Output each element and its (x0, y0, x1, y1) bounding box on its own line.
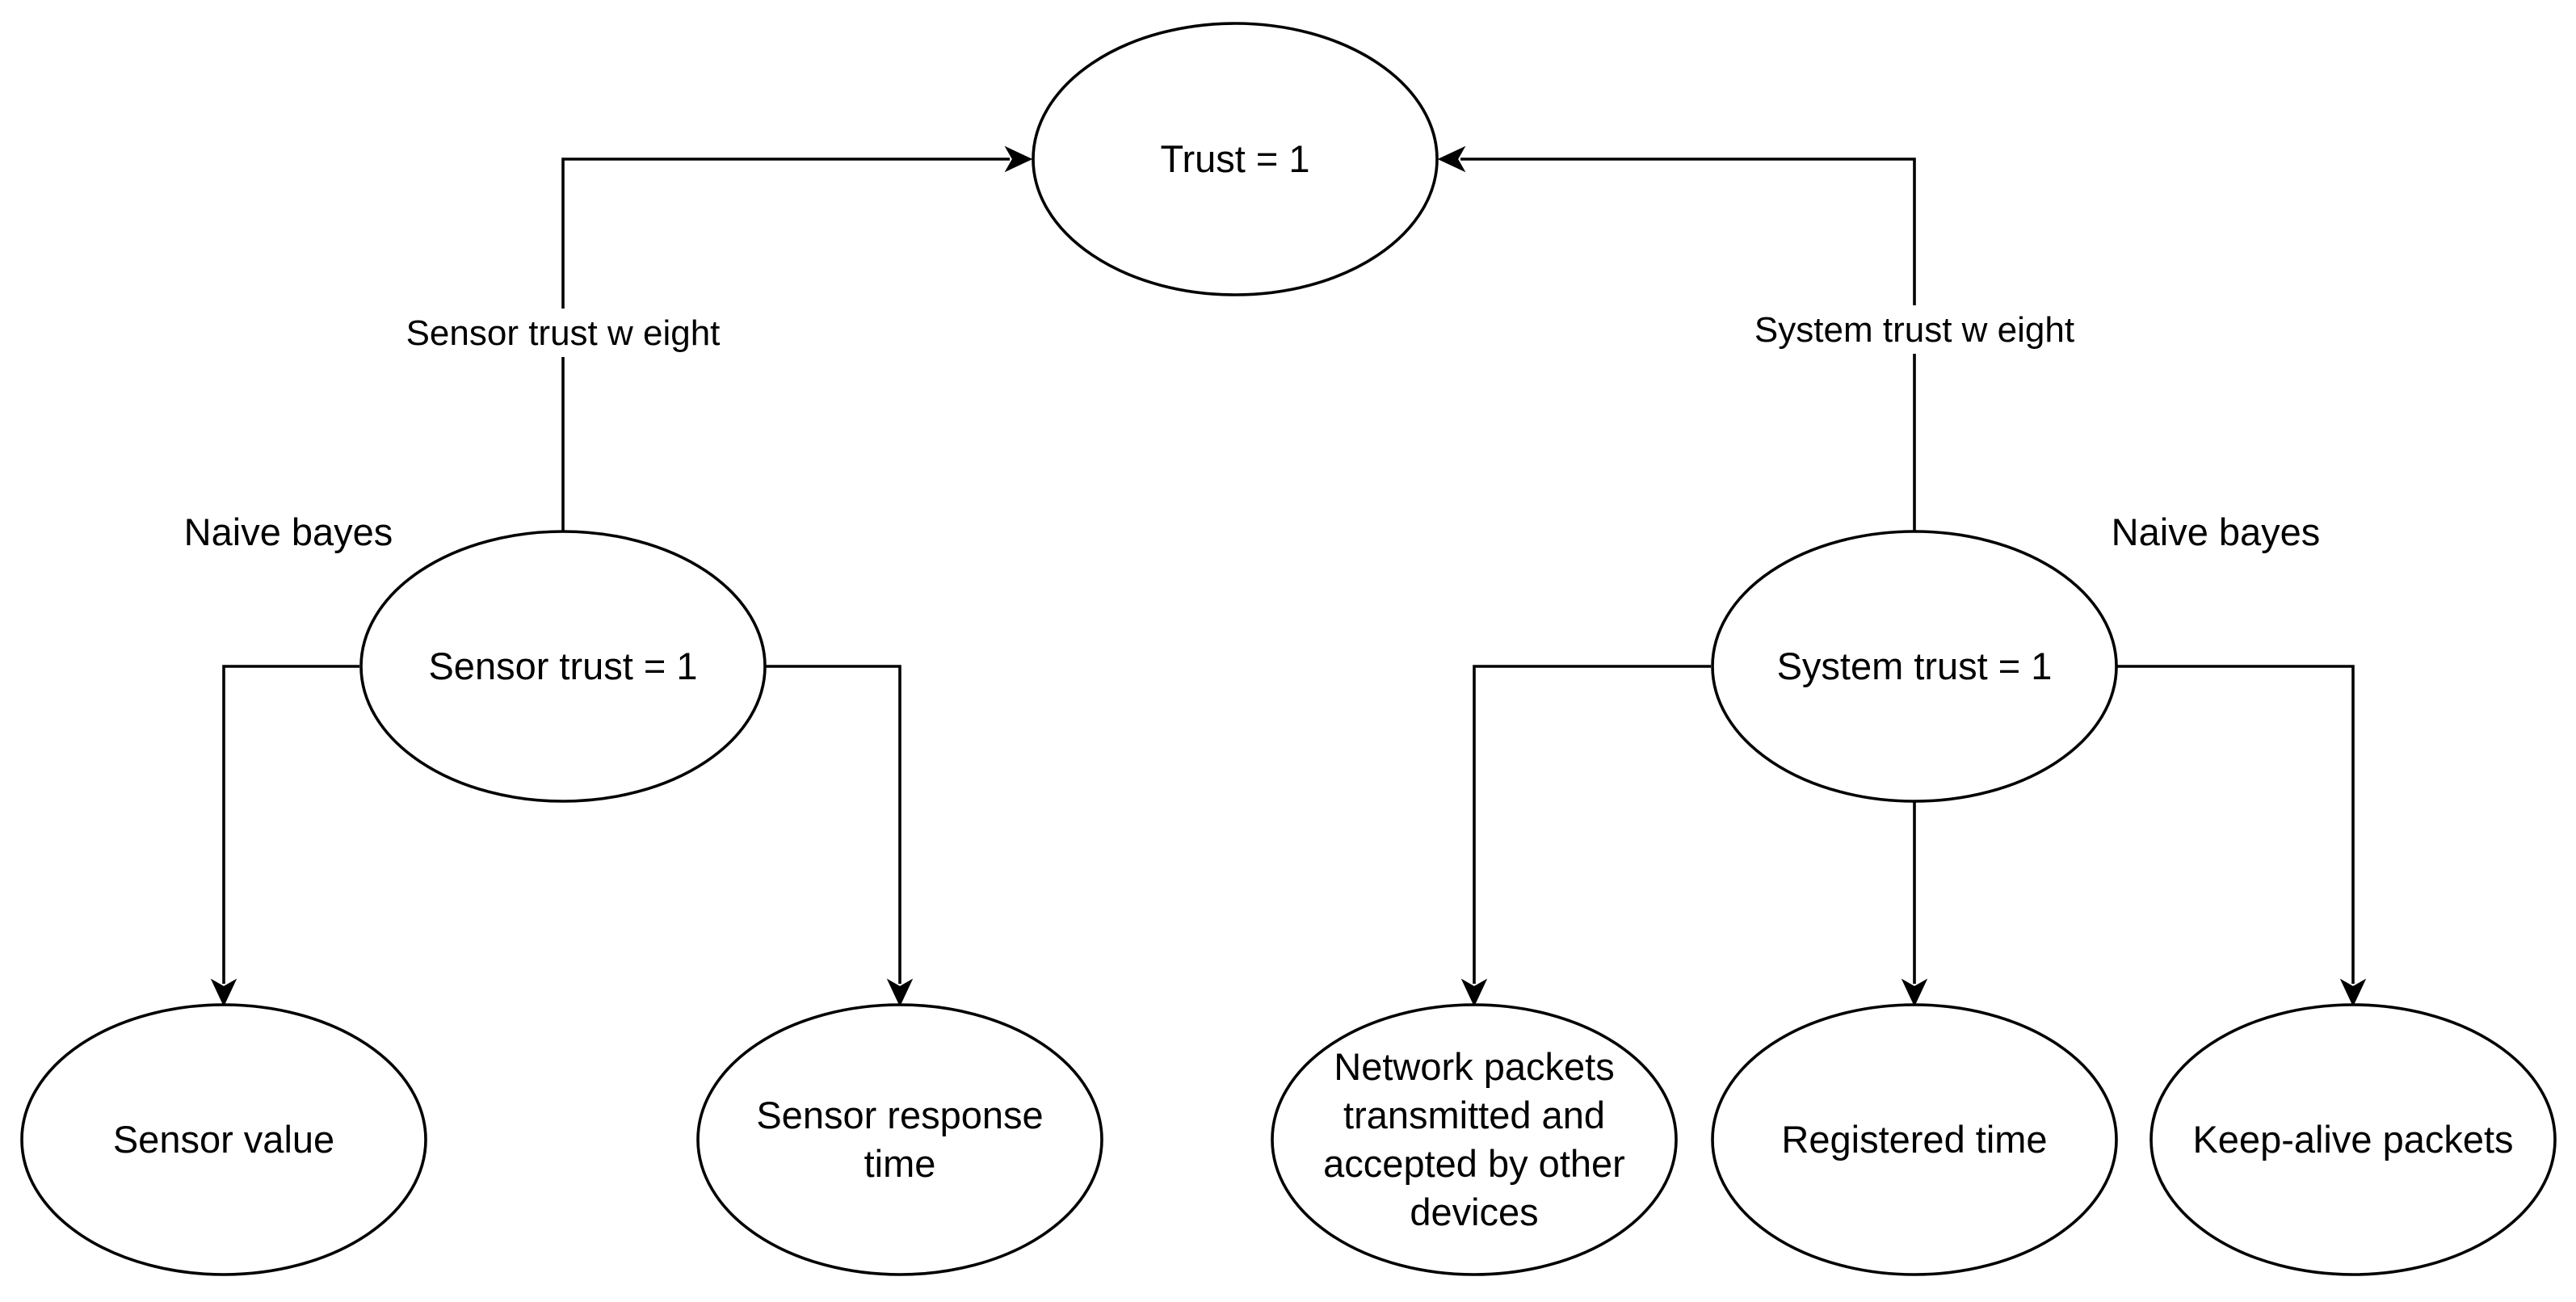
edge-system-to-network (1473, 665, 1711, 984)
node-registered-time-shape (1711, 1003, 2118, 1276)
node-trust-label: Trust = 1 (1160, 137, 1309, 180)
node-registered-time-label: Registered time (1781, 1118, 2047, 1161)
node-label-line: transmitted and (1343, 1094, 1605, 1136)
node-label-line: Network packets (1334, 1045, 1614, 1088)
node-keep-alive-packets: Keep-alive packets (2149, 1003, 2557, 1276)
arrowhead-sensor-to-value (210, 978, 237, 1007)
annotations: Naive bayes Naive bayes (184, 510, 2321, 553)
node-network-packets-label: Network packets transmitted and accepted b… (1323, 1045, 1625, 1233)
edge-sensor-to-trust (561, 158, 1010, 531)
node-sensor-value-shape (20, 1003, 427, 1276)
sensor-weight-label-bg (401, 309, 725, 357)
node-trust: Trust = 1 (1032, 22, 1439, 296)
edges (210, 145, 2367, 1007)
node-sensor-trust-shape (359, 530, 767, 803)
node-system-trust-label: System trust = 1 (1777, 645, 2053, 687)
right-method-annotation: Naive bayes (2112, 510, 2321, 553)
node-sensor-value-label: Sensor value (113, 1118, 334, 1161)
system-weight-label-bg (1748, 305, 2081, 354)
edge-system-to-trust (1460, 158, 1916, 531)
node-label-line: Sensor value (113, 1118, 334, 1161)
node-sensor-trust-label: Sensor trust = 1 (428, 645, 697, 687)
node-system-trust-shape (1711, 530, 2118, 803)
edge-labels: Sensor trust w eight System trust w eigh… (401, 305, 2081, 357)
arrowhead-system-to-registered (1901, 978, 1928, 1007)
node-registered-time: Registered time (1711, 1003, 2118, 1276)
node-label-line: Keep-alive packets (2192, 1118, 2513, 1161)
node-label-line: Sensor response (756, 1094, 1043, 1136)
node-sensor-trust: Sensor trust = 1 (359, 530, 767, 803)
edge-sensor-to-response (765, 665, 901, 984)
node-label-line: Trust = 1 (1160, 137, 1309, 180)
arrowhead-sensor-to-trust (1004, 145, 1033, 173)
node-label-line: System trust = 1 (1777, 645, 2053, 687)
node-network-packets-shape (1271, 1003, 1678, 1276)
node-sensor-value: Sensor value (20, 1003, 427, 1276)
system-trust-weight-label: System trust w eight (1754, 310, 2074, 350)
left-method-annotation: Naive bayes (184, 510, 393, 553)
node-sensor-response-time-label: Sensor response time (756, 1094, 1043, 1185)
node-sensor-response-time-shape (696, 1003, 1103, 1276)
node-network-packets: Network packets transmitted and accepted b… (1271, 1003, 1678, 1276)
node-sensor-response-time: Sensor response time (696, 1003, 1103, 1276)
node-label-line: time (864, 1142, 936, 1185)
node-label-line: Registered time (1781, 1118, 2047, 1161)
edge-system-to-keepalive (2117, 665, 2355, 984)
node-trust-shape (1032, 22, 1439, 296)
arrowhead-sensor-to-response (886, 978, 914, 1007)
node-label-line: devices (1410, 1191, 1538, 1233)
node-label-line: Sensor trust = 1 (428, 645, 697, 687)
node-label-line: accepted by other (1323, 1142, 1625, 1185)
sensor-trust-weight-label: Sensor trust w eight (406, 313, 721, 353)
node-keep-alive-packets-label: Keep-alive packets (2192, 1118, 2513, 1161)
node-keep-alive-packets-shape (2149, 1003, 2557, 1276)
edge-sensor-to-value (222, 665, 359, 984)
node-system-trust: System trust = 1 (1711, 530, 2118, 803)
arrowhead-system-to-trust (1437, 145, 1466, 173)
arrowhead-system-to-network (1460, 978, 1488, 1007)
arrowhead-system-to-keepalive (2339, 978, 2367, 1007)
